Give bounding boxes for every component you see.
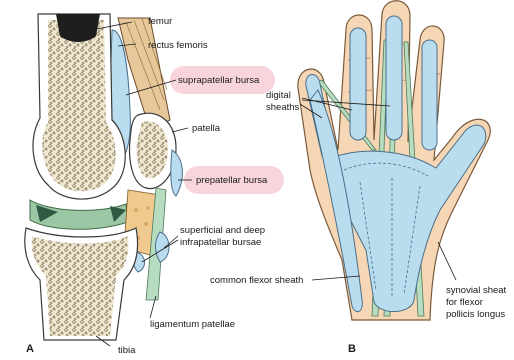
- label-synovial-3: pollicis longus: [446, 309, 505, 320]
- label-synovial-2: for flexor: [446, 297, 483, 308]
- panel-a-letter: A: [26, 343, 34, 355]
- digital-sheath-middle: [386, 16, 402, 140]
- digital-sheath-ring: [422, 40, 437, 150]
- label-suprapatellar-bursa: suprapatellar bursa: [178, 75, 260, 86]
- label-rectus-femoris: rectus femoris: [148, 40, 208, 51]
- label-common-flexor-sheath: common flexor sheath: [210, 275, 303, 286]
- label-tibia: tibia: [118, 345, 136, 355]
- label-synovial-1: synovial sheat: [446, 285, 507, 296]
- label-patella: patella: [192, 123, 221, 134]
- label-infrapatellar-1: superficial and deep: [180, 225, 265, 236]
- label-digital-1: digital: [266, 90, 291, 101]
- prepatellar-bursa-shape: [171, 150, 183, 196]
- label-femur: femur: [148, 16, 172, 27]
- label-infrapatellar-2: infrapatellar bursae: [180, 237, 261, 248]
- label-digital-2: sheaths: [266, 102, 300, 113]
- medullary-cavity: [56, 14, 100, 42]
- label-ligamentum-patellae: ligamentum patellae: [150, 319, 235, 330]
- digital-sheath-index: [350, 28, 366, 140]
- panel-a-knee: femur rectus femoris suprapatellar bursa…: [25, 14, 284, 355]
- panel-b-letter: B: [348, 343, 356, 355]
- label-prepatellar-bursa: prepatellar bursa: [196, 175, 268, 186]
